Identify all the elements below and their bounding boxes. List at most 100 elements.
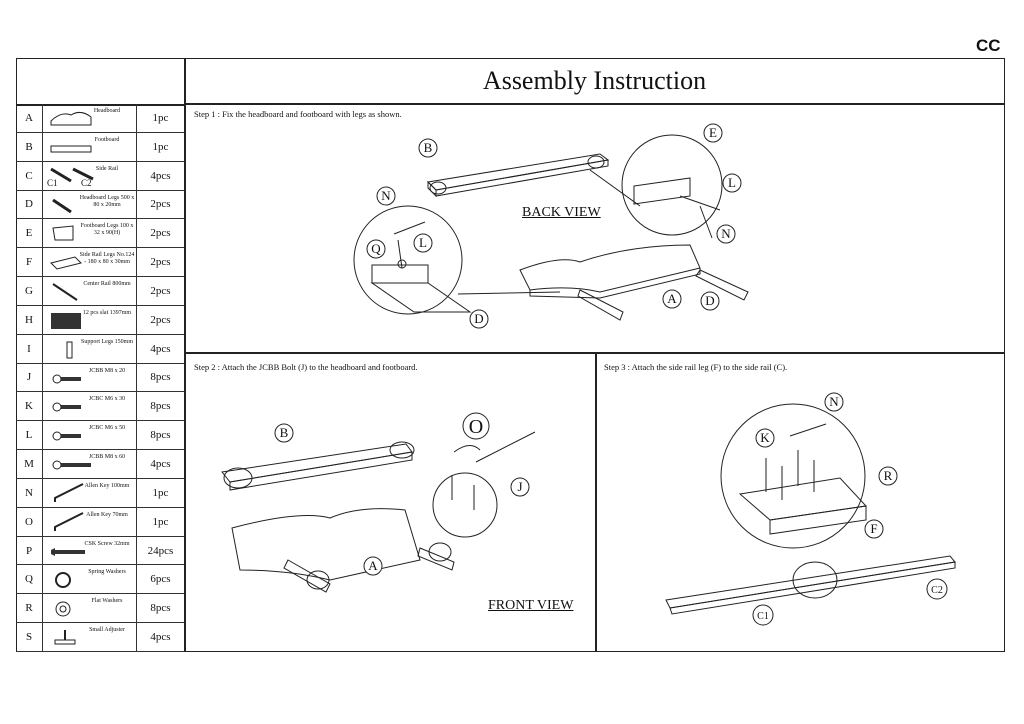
part-item: JCBC M6 x 50	[43, 421, 137, 450]
callout-label-j: J	[517, 479, 522, 494]
part-item: CSK Screw 32mm	[43, 536, 137, 565]
part-item: JCBC M6 x 30	[43, 392, 137, 421]
detail-circle-left	[353, 205, 463, 315]
page-title: Assembly Instruction	[482, 66, 707, 95]
part-name: CSK Screw 32mm	[84, 540, 130, 547]
part-name: 12 pcs slat 1397mm	[82, 309, 132, 316]
support-leg-icon	[66, 341, 73, 359]
step2-text: Step 2 : Attach the JCBB Bolt (J) to the…	[194, 362, 418, 372]
flat-washer-icon	[55, 601, 71, 617]
callout-label-b: B	[424, 140, 433, 155]
part-letter: F	[16, 248, 43, 277]
detail-circle-bolts	[432, 472, 498, 538]
part-qty: 2pcs	[150, 227, 171, 240]
step2-drawing	[221, 431, 536, 593]
headboard-leg-icon	[52, 198, 72, 213]
callout-label-c2: C2	[931, 585, 943, 596]
part-name: Allen Key 100mm	[84, 482, 130, 489]
part-row-n: N Allen Key 100mm 1pc	[16, 478, 184, 508]
callout-label-c1: C1	[757, 611, 769, 622]
part-qty: 8pcs	[150, 400, 171, 413]
part-item: Headboard Legs 500 x 80 x 20mm	[43, 190, 137, 219]
callout-circle	[510, 477, 530, 497]
callout-label-q: Q	[371, 241, 381, 256]
callout-label-l: L	[419, 235, 427, 250]
center-rail-icon	[52, 283, 78, 301]
part-letter: Q	[16, 565, 43, 594]
step3-drawing	[665, 403, 956, 615]
back-view-label: BACK VIEW	[522, 205, 601, 220]
part-qty: 8pcs	[150, 371, 171, 384]
part-letter: A	[16, 104, 43, 132]
part-letter: O	[16, 507, 43, 536]
callout-label-n: N	[721, 226, 731, 241]
callout-label-a: A	[368, 558, 378, 573]
part-letter: N	[16, 478, 43, 507]
part-qty: 8pcs	[150, 602, 171, 615]
callout-label-r: R	[884, 468, 893, 483]
part-letter: P	[16, 536, 43, 565]
callout-circle	[662, 289, 682, 309]
part-letter: L	[16, 421, 43, 450]
callout-circle	[700, 291, 720, 311]
detail-circle-right	[621, 134, 723, 236]
part-item: 12 pcs slat 1397mm	[43, 305, 137, 334]
callout-circle	[752, 604, 774, 626]
callout-label-b: B	[280, 425, 289, 440]
detail-circle-side-rail	[720, 403, 866, 549]
part-item: Allen Key 100mm	[43, 478, 137, 507]
adjuster-icon	[54, 630, 76, 645]
part-qty: 1pc	[152, 486, 169, 499]
part-letter: E	[16, 219, 43, 248]
divider-parts-header	[16, 104, 184, 106]
callout-circle	[926, 578, 948, 600]
footboard-icon	[50, 145, 92, 153]
part-qty: 1pc	[152, 515, 169, 528]
part-name: Spring Washers	[88, 569, 126, 576]
callout-circle	[864, 519, 884, 539]
divider-step2-step3	[595, 352, 597, 652]
callout-circle	[703, 123, 723, 143]
part-name: Footboard	[94, 136, 120, 143]
part-letter: B	[16, 132, 43, 161]
part-letter: M	[16, 450, 43, 478]
callout-label-n: N	[829, 394, 839, 409]
part-letter: G	[16, 277, 43, 305]
callout-label-f: F	[870, 521, 877, 536]
long-bolt-icon	[52, 460, 91, 470]
corner-code: CC	[976, 36, 1001, 55]
part-letter: H	[16, 305, 43, 334]
callout-circle	[363, 556, 383, 576]
part-item: Support Legs 150mm	[43, 334, 137, 363]
part-sub-label: C2	[81, 177, 92, 188]
callout-circle	[366, 239, 386, 259]
callout-label-d: D	[474, 311, 483, 326]
part-qty: 2pcs	[150, 284, 171, 297]
part-name: JCBC M6 x 30	[88, 396, 126, 403]
divider-title	[184, 103, 1005, 105]
part-qty: 2pcs	[150, 198, 171, 211]
part-item: JCBB M8 x 20	[43, 363, 137, 392]
part-letter: C	[16, 161, 43, 190]
part-qty: 1pc	[152, 111, 169, 124]
callout-label-n: N	[381, 188, 391, 203]
footboard-leg-icon	[52, 225, 74, 241]
callout-circle	[878, 466, 898, 486]
part-item: Footboard	[43, 132, 137, 161]
callout-label-e: E	[709, 125, 717, 140]
part-qty: 2pcs	[150, 256, 171, 269]
callout-circle	[413, 233, 433, 253]
bolt-icon	[52, 431, 81, 441]
part-letter: J	[16, 363, 43, 392]
part-letter: D	[16, 190, 43, 219]
